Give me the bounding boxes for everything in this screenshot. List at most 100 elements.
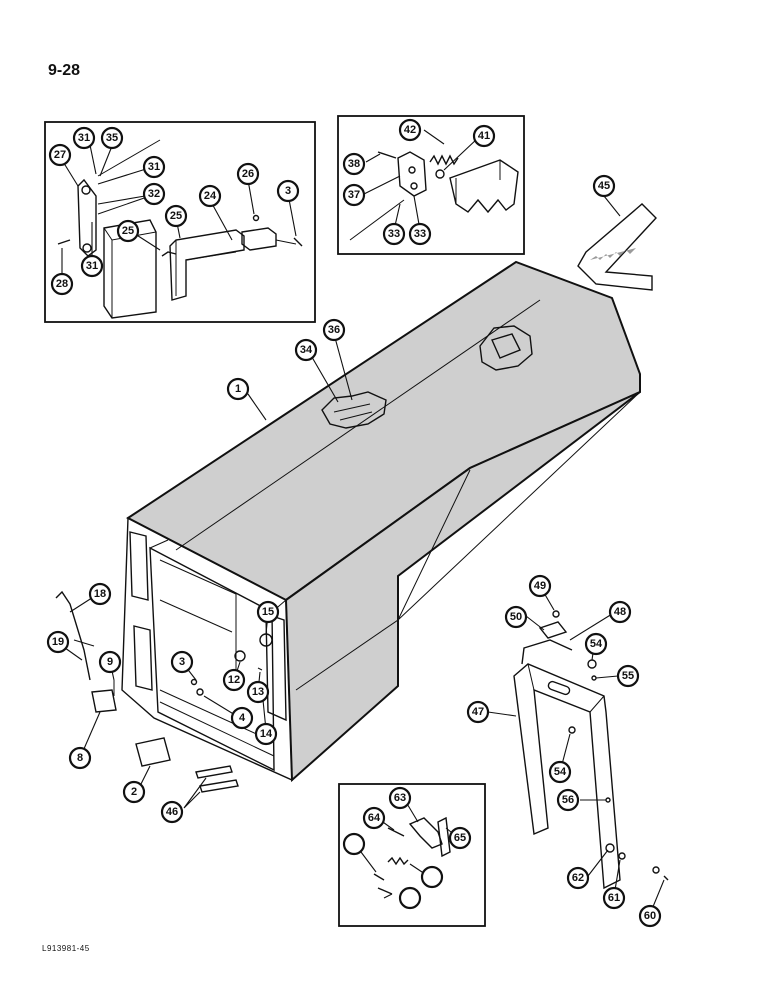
svg-text:33: 33 — [388, 228, 400, 240]
inset-latch-assembly — [44, 121, 316, 323]
callout-23: 24 — [198, 184, 222, 208]
callout-25: 25 — [164, 204, 188, 228]
callout-37: 41 — [472, 124, 496, 148]
callout-55: 60 — [638, 904, 662, 928]
figure-code: L913981-45 — [42, 944, 90, 953]
callout-8: 8 — [68, 746, 92, 770]
callout-1: 1 — [226, 377, 250, 401]
callout-33: 33 — [382, 222, 406, 246]
svg-text:37: 37 — [348, 189, 360, 201]
callout-50: 54 — [584, 632, 608, 656]
callout-41: 45 — [592, 174, 616, 198]
callout-38: 42 — [398, 118, 422, 142]
svg-text:42: 42 — [404, 124, 416, 136]
hood-1 — [55, 260, 641, 793]
svg-text:45: 45 — [598, 180, 610, 192]
callout-49: 54 — [548, 760, 572, 784]
callout-labels: 31 35 27 31 32 24 26 3 25 25 31 28 42 41… — [46, 118, 662, 928]
page-number: 9-28 — [48, 62, 81, 79]
svg-text:28: 28 — [56, 278, 68, 290]
svg-text:25: 25 — [170, 210, 182, 222]
svg-text:55: 55 — [622, 670, 634, 682]
svg-text:56: 56 — [562, 794, 574, 806]
callout-33: 35 — [100, 126, 124, 150]
svg-text:8: 8 — [77, 752, 83, 764]
callout-12: 12 — [222, 668, 246, 692]
svg-text:2: 2 — [131, 786, 137, 798]
callout-13: 13 — [246, 680, 270, 704]
svg-text:31: 31 — [78, 132, 90, 144]
svg-text:62: 62 — [572, 872, 584, 884]
callout-35: 37 — [342, 183, 366, 207]
callout-64 — [342, 832, 366, 856]
svg-text:13: 13 — [252, 686, 264, 698]
svg-text:38: 38 — [348, 158, 360, 170]
svg-text:65: 65 — [454, 832, 466, 844]
callout-9: 9 — [98, 650, 122, 674]
svg-text:3: 3 — [285, 185, 291, 197]
svg-text:48: 48 — [614, 606, 626, 618]
callout-54: 55 — [616, 664, 640, 688]
svg-text:18: 18 — [94, 588, 106, 600]
callout-26: 26 — [236, 162, 260, 186]
callout-24: 25 — [116, 219, 140, 243]
svg-text:49: 49 — [534, 580, 546, 592]
svg-text:32: 32 — [148, 188, 160, 200]
svg-text:14: 14 — [260, 728, 273, 740]
callout-31: 31 — [142, 155, 166, 179]
svg-text:34: 34 — [300, 344, 313, 356]
callout-31: 31 — [80, 254, 104, 278]
callout-57: 62 — [566, 866, 590, 890]
callout-45: 47 — [466, 700, 490, 724]
svg-text:33: 33 — [414, 228, 426, 240]
seal-41 — [577, 203, 657, 291]
svg-text:12: 12 — [228, 674, 240, 686]
callout-33: 34 — [294, 338, 318, 362]
svg-text:1: 1 — [235, 383, 241, 395]
svg-text:9: 9 — [107, 656, 113, 668]
svg-text:26: 26 — [242, 168, 254, 180]
inset-latch-parts — [338, 783, 486, 927]
callout-28: 28 — [50, 272, 74, 296]
callout-56: 61 — [602, 886, 626, 910]
callout-2: 2 — [122, 780, 146, 804]
svg-text:3: 3 — [179, 656, 185, 668]
svg-text:54: 54 — [554, 766, 567, 778]
callout-48: 50 — [504, 605, 528, 629]
callout-54: 56 — [556, 788, 580, 812]
callout-18: 18 — [88, 582, 112, 606]
svg-text:31: 31 — [148, 161, 160, 173]
callout-36: 38 — [342, 152, 366, 176]
svg-text:54: 54 — [590, 638, 603, 650]
callout-3: 3 — [276, 179, 300, 203]
callout-4: 4 — [230, 706, 254, 730]
callout-63 — [420, 865, 444, 889]
svg-text:47: 47 — [472, 706, 484, 718]
svg-text:19: 19 — [52, 636, 64, 648]
svg-text:63: 63 — [394, 792, 406, 804]
svg-text:36: 36 — [328, 324, 340, 336]
callout-47: 49 — [528, 574, 552, 598]
svg-text:15: 15 — [262, 606, 274, 618]
svg-text:41: 41 — [478, 130, 490, 142]
svg-text:25: 25 — [122, 225, 134, 237]
callout-19: 19 — [46, 630, 70, 654]
callout-14: 14 — [254, 722, 278, 746]
svg-text:27: 27 — [54, 149, 66, 161]
svg-text:60: 60 — [644, 910, 656, 922]
callout-15: 15 — [256, 600, 280, 624]
callout-25: 33 — [408, 222, 432, 246]
callout-42: 46 — [160, 800, 184, 824]
callout-34: 36 — [322, 318, 346, 342]
callout-32: 32 — [142, 182, 166, 206]
inset-spring-assembly — [337, 115, 525, 255]
callout-60: 63 — [388, 786, 412, 810]
svg-text:64: 64 — [368, 812, 381, 824]
svg-text:50: 50 — [510, 611, 522, 623]
svg-text:31: 31 — [86, 260, 98, 272]
callout-61: 64 — [362, 806, 386, 830]
callout-65 — [398, 886, 422, 910]
svg-text:24: 24 — [204, 190, 217, 202]
callout-27: 27 — [48, 143, 72, 167]
